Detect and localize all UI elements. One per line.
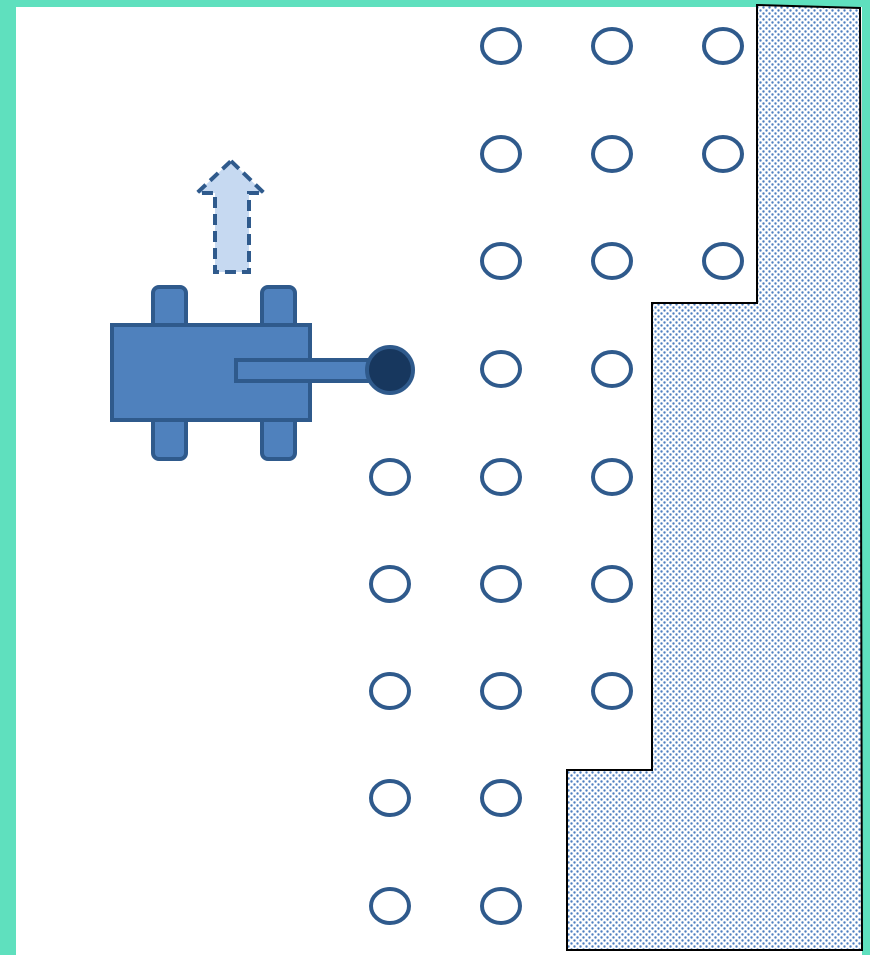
grid-circle-r4-c3: [593, 352, 631, 386]
grid-circle-r2-c3: [593, 137, 631, 171]
grid-circle-r9-c2: [482, 889, 520, 923]
grid-circle-r9-c1: [371, 889, 409, 923]
grid-circle-r3-c3: [593, 244, 631, 278]
grid-circle-r5-c1: [371, 460, 409, 494]
grid-circle-r8-c1: [371, 781, 409, 815]
grid-circle-r4-c2: [482, 352, 520, 386]
grid-circle-r2-c2: [482, 137, 520, 171]
grid-circle-r7-c1: [371, 674, 409, 708]
grid-circle-r1-c4: [704, 29, 742, 63]
grid-circle-r2-c4: [704, 137, 742, 171]
grid-circle-r1-c3: [593, 29, 631, 63]
tool-head: [367, 347, 413, 393]
grid-circle-r6-c1: [371, 567, 409, 601]
grid-circle-r8-c2: [482, 781, 520, 815]
machine-arm: [236, 360, 374, 381]
grid-circle-r7-c2: [482, 674, 520, 708]
grid-circle-r1-c2: [482, 29, 520, 63]
grid-circle-r5-c2: [482, 460, 520, 494]
grid-circle-r3-c2: [482, 244, 520, 278]
grid-circle-r6-c3: [593, 567, 631, 601]
grid-circle-r7-c3: [593, 674, 631, 708]
grid-circle-r5-c3: [593, 460, 631, 494]
grid-circle-r6-c2: [482, 567, 520, 601]
grid-circle-r3-c4: [704, 244, 742, 278]
